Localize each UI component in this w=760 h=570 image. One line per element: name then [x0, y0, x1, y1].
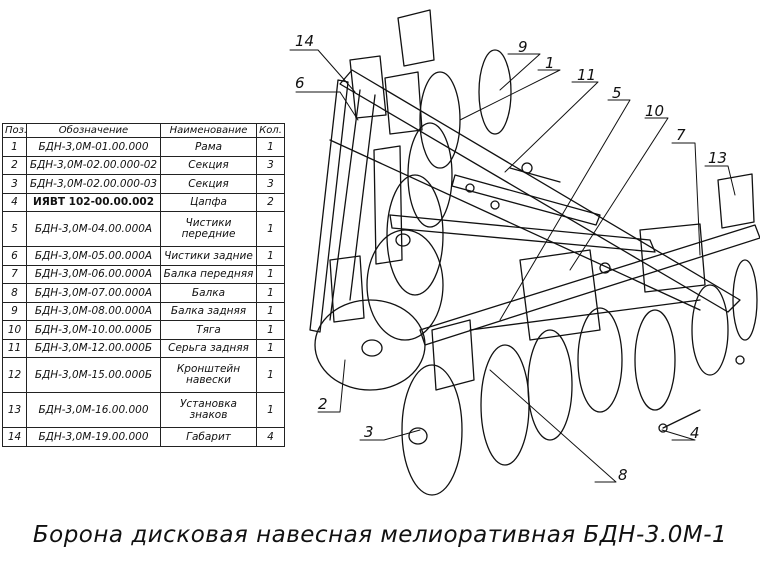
- header-pos: Поз.: [2, 123, 27, 138]
- table-row: 8 БДН-3,0М-07.00.000А Балка 1: [2, 283, 285, 303]
- scraper-brackets: [329, 9, 755, 391]
- callout-7: 7: [676, 126, 686, 144]
- trunnion-pins: [599, 262, 745, 433]
- cell-name: Секция: [160, 174, 257, 194]
- cell-name: Цапфа: [160, 192, 257, 212]
- table-row: 7 БДН-3,0М-06.00.000А Балка передняя 1: [2, 264, 285, 284]
- cell-qty: 1: [256, 357, 285, 393]
- cell-code: БДН-3,0М-16.00.000: [26, 392, 161, 428]
- header-code: Обозначение: [26, 123, 161, 138]
- cell-pos: 1: [2, 137, 27, 157]
- cell-name: Габарит: [160, 427, 257, 447]
- header-qty: Кол.: [256, 123, 285, 138]
- cell-name: Рама: [160, 137, 257, 157]
- cell-code: ИЯВТ 102-00.00.002: [26, 192, 161, 212]
- table-header-row: Поз. Обозначение Наименование Кол.: [2, 123, 285, 138]
- table-row: 6 БДН-3,0М-05.00.000А Чистики задние 1: [2, 246, 285, 266]
- cell-name: Серьга задняя: [160, 338, 257, 358]
- disc-gang-left: [314, 49, 512, 391]
- drawing-caption: Борона дисковая навесная мелиоративная Б…: [32, 522, 728, 548]
- cell-name: Чистики задние: [160, 246, 257, 266]
- callout-1: 1: [545, 54, 555, 72]
- cell-qty: 3: [256, 174, 285, 194]
- cell-qty: 1: [256, 283, 285, 303]
- cell-code: БДН-3,0М-12.00.000Б: [26, 338, 161, 358]
- leader-lines: [289, 49, 736, 483]
- cell-qty: 1: [256, 137, 285, 157]
- callout-9: 9: [518, 38, 528, 56]
- front-cross-bar: [309, 79, 376, 333]
- callout-labels: 14 6 9 1 11 5 10 7 13 2 3 4 8: [295, 32, 727, 484]
- callout-2: 2: [318, 395, 328, 413]
- cell-pos: 7: [2, 264, 27, 284]
- cell-code: БДН-3,0М-04.00.000А: [26, 211, 161, 247]
- table-row: 11 БДН-3,0М-12.00.000Б Серьга задняя 1: [2, 338, 285, 358]
- callout-10: 10: [645, 102, 664, 120]
- cell-code: БДН-3,0М-02.00.000-03: [26, 174, 161, 194]
- callout-8: 8: [618, 466, 628, 484]
- cell-pos: 9: [2, 301, 27, 321]
- cell-pos: 3: [2, 174, 27, 194]
- cell-name: Балка передняя: [160, 264, 257, 284]
- table-row: 4 ИЯВТ 102-00.00.002 Цапфа 2: [2, 192, 285, 212]
- cell-qty: 1: [256, 246, 285, 266]
- cell-name: Кронштейн навески: [160, 357, 257, 393]
- cell-code: БДН-3,0М-08.00.000А: [26, 301, 161, 321]
- table-row: 9 БДН-3,0М-08.00.000А Балка задняя 1: [2, 301, 285, 321]
- cell-pos: 6: [2, 246, 27, 266]
- cell-code: БДН-3,0М-01.00.000: [26, 137, 161, 157]
- callout-4: 4: [690, 424, 700, 442]
- cell-code: БДН-3,0М-07.00.000А: [26, 283, 161, 303]
- cell-code: БДН-3,0М-10.00.000Б: [26, 320, 161, 340]
- cell-pos: 4: [2, 192, 27, 212]
- table-row: 12 БДН-3,0М-15.00.000Б Кронштейн навески…: [2, 357, 285, 393]
- cell-qty: 2: [256, 192, 285, 212]
- cell-pos: 5: [2, 211, 27, 247]
- cell-name: Секция: [160, 155, 257, 175]
- table-row: 2 БДН-3,0М-02.00.000-02 Секция 3: [2, 155, 285, 175]
- cell-name: Тяга: [160, 320, 257, 340]
- callout-6: 6: [295, 74, 305, 92]
- cell-qty: 1: [256, 211, 285, 247]
- cell-code: БДН-3,0М-05.00.000А: [26, 246, 161, 266]
- cell-qty: 1: [256, 392, 285, 428]
- cell-name: Балка задняя: [160, 301, 257, 321]
- table-row: 1 БДН-3,0М-01.00.000 Рама 1: [2, 137, 285, 157]
- callout-3: 3: [364, 423, 374, 441]
- cell-qty: 1: [256, 301, 285, 321]
- cell-pos: 10: [2, 320, 27, 340]
- cell-pos: 2: [2, 155, 27, 175]
- cell-code: БДН-3,0М-15.00.000Б: [26, 357, 161, 393]
- parts-table: Поз. Обозначение Наименование Кол. 1 БДН…: [2, 123, 285, 447]
- cell-pos: 14: [2, 427, 27, 447]
- callout-13: 14: [295, 32, 314, 50]
- cell-qty: 4: [256, 427, 285, 447]
- callout-11: 11: [577, 66, 596, 84]
- table-row: 3 БДН-3,0М-02.00.000-03 Секция 3: [2, 174, 285, 194]
- cell-qty: 1: [256, 320, 285, 340]
- table-row: 13 БДН-3,0М-16.00.000 Установка знаков 1: [2, 392, 285, 428]
- cell-code: БДН-3,0М-19.00.000: [26, 427, 161, 447]
- cell-pos: 13: [2, 392, 27, 428]
- table-row: 14 БДН-3,0М-19.00.000 Габарит 4: [2, 427, 285, 447]
- table-row: 10 БДН-3,0М-10.00.000Б Тяга 1: [2, 320, 285, 340]
- cell-name: Чистики передние: [160, 211, 257, 247]
- cell-name: Установка знаков: [160, 392, 257, 428]
- cell-pos: 11: [2, 338, 27, 358]
- cell-pos: 8: [2, 283, 27, 303]
- callout-5: 5: [612, 84, 622, 102]
- tie-rod: [451, 162, 601, 226]
- callout-14: 13: [708, 149, 727, 167]
- header-name: Наименование: [160, 123, 257, 138]
- cell-code: БДН-3,0М-02.00.000-02: [26, 155, 161, 175]
- cell-qty: 3: [256, 155, 285, 175]
- table-row: 5 БДН-3,0М-04.00.000А Чистики передние 1: [2, 211, 285, 247]
- cell-qty: 1: [256, 338, 285, 358]
- cell-qty: 1: [256, 264, 285, 284]
- cell-code: БДН-3,0М-06.00.000А: [26, 264, 161, 284]
- cell-pos: 12: [2, 357, 27, 393]
- cell-name: Балка: [160, 283, 257, 303]
